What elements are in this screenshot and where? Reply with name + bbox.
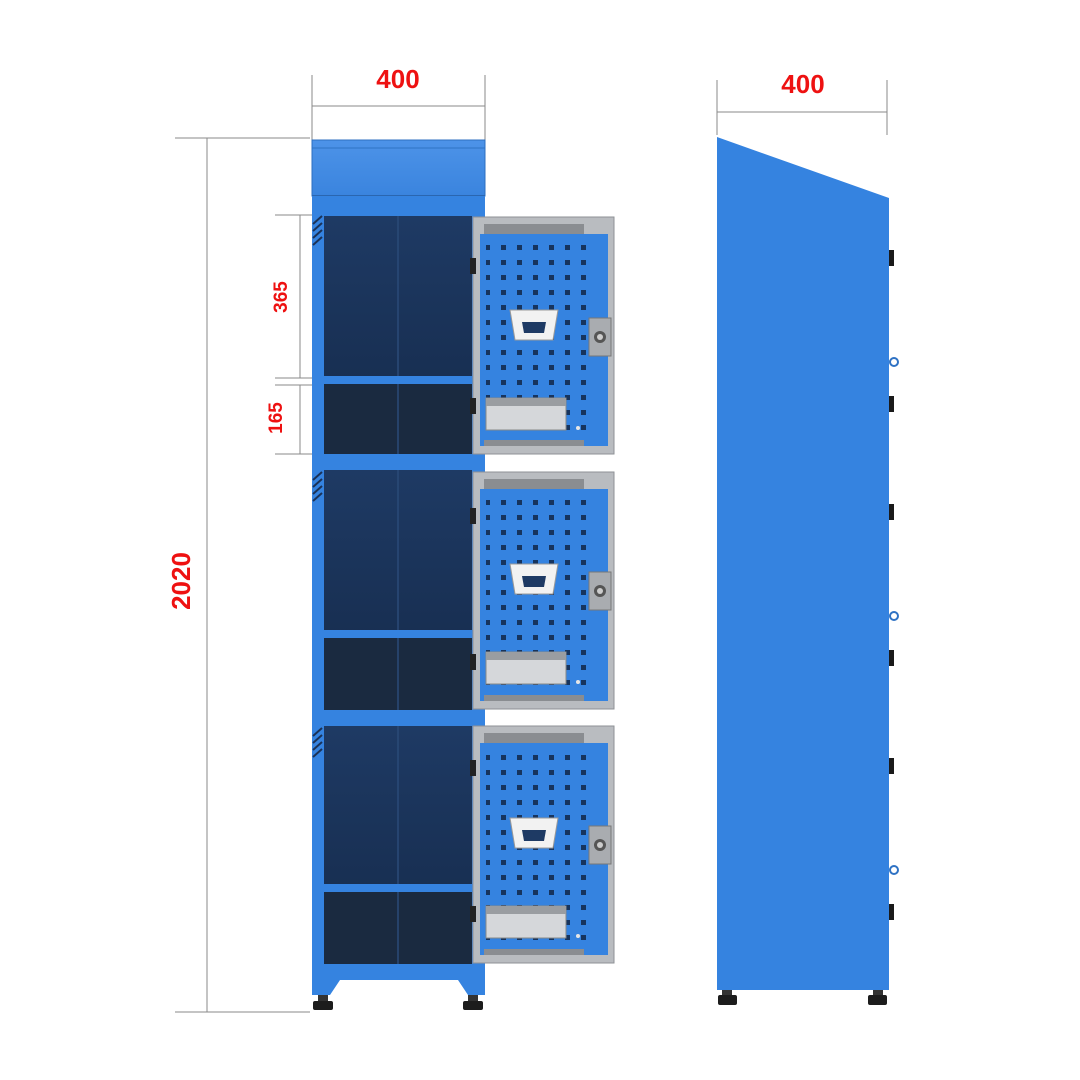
door-2	[470, 471, 615, 710]
side-panel	[717, 137, 889, 990]
side-hinges	[889, 250, 894, 920]
front-width-label: 400	[376, 64, 419, 94]
compartment-3	[312, 726, 472, 964]
side-feet	[718, 990, 887, 1005]
side-view	[717, 137, 899, 1005]
side-handles	[889, 357, 899, 875]
total-height-label: 2020	[166, 552, 196, 610]
front-feet	[313, 995, 483, 1010]
door-1	[470, 216, 615, 455]
compartment-2	[312, 470, 472, 710]
compartment-1	[312, 215, 472, 454]
door-3	[470, 725, 615, 964]
cabinet-top-box	[311, 139, 486, 197]
front-view	[311, 139, 615, 1010]
compartment-height-label: 365	[271, 281, 292, 313]
lower-compartment-height-label: 165	[266, 402, 287, 434]
side-depth-label: 400	[781, 69, 824, 99]
